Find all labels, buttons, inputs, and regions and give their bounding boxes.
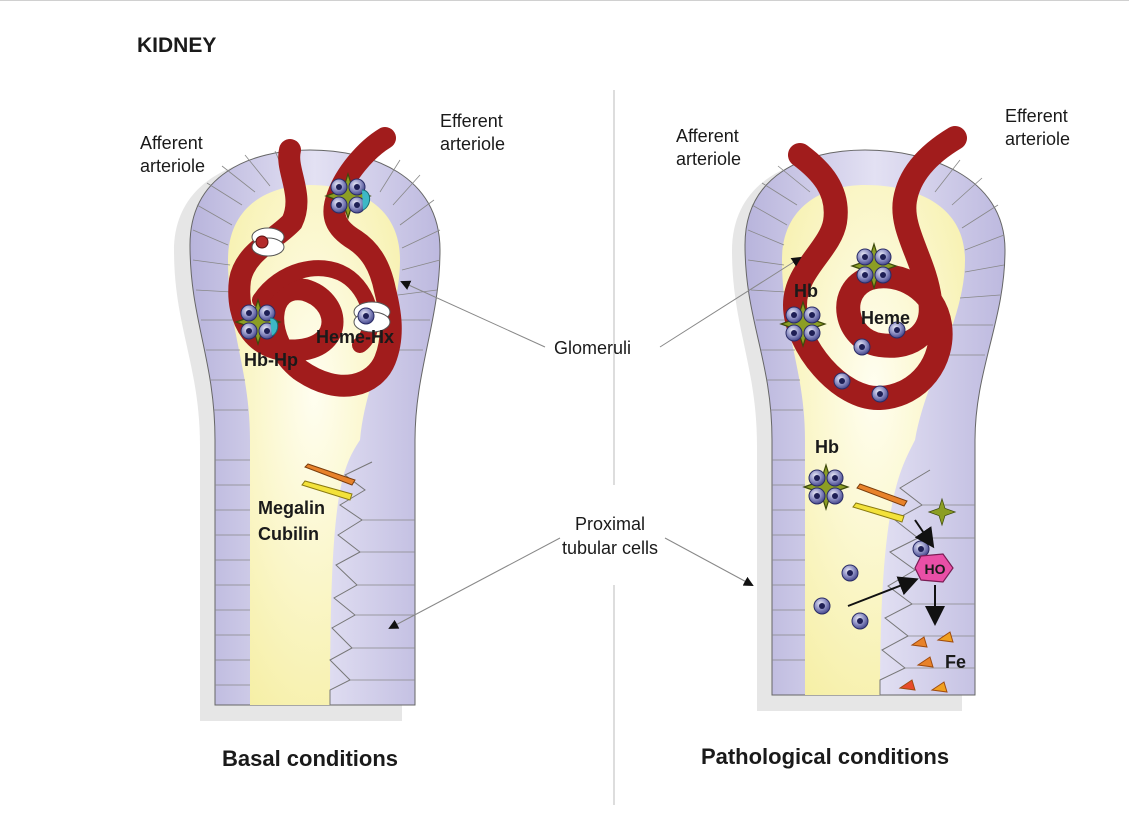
proximal-label-2: tubular cells: [562, 538, 658, 558]
hb-tubule-label: Hb: [815, 437, 839, 457]
right-afferent-label-1: Afferent: [676, 126, 739, 146]
basal-caption: Basal conditions: [222, 746, 398, 771]
right-efferent-label-2: arteriole: [1005, 129, 1070, 149]
heme-hx-complex-small: [252, 228, 284, 256]
fe-label: Fe: [945, 652, 966, 672]
cubilin-label: Cubilin: [258, 524, 319, 544]
hb-glomerulus-label: Hb: [794, 281, 818, 301]
proximal-label-1: Proximal: [575, 514, 645, 534]
right-efferent-label-1: Efferent: [1005, 106, 1068, 126]
left-efferent-label-2: arteriole: [440, 134, 505, 154]
heme-label: Heme: [861, 308, 910, 328]
right-nephron: HO Fe Hb Heme Hb Afferent arteriole Effe…: [676, 106, 1070, 769]
right-afferent-label-2: arteriole: [676, 149, 741, 169]
left-afferent-label-1: Afferent: [140, 133, 203, 153]
ho-label: HO: [925, 561, 946, 577]
figure-title: KIDNEY: [137, 34, 216, 57]
megalin-label: Megalin: [258, 498, 325, 518]
hb-hp-label: Hb-Hp: [244, 350, 298, 370]
glomeruli-label: Glomeruli: [554, 338, 631, 358]
left-efferent-label-1: Efferent: [440, 111, 503, 131]
heme-hx-label: Heme-Hx: [316, 327, 394, 347]
left-nephron: Megalin Cubilin Hb-Hp Heme-Hx Afferent a…: [140, 111, 505, 771]
pathological-caption: Pathological conditions: [701, 744, 949, 769]
left-afferent-label-2: arteriole: [140, 156, 205, 176]
